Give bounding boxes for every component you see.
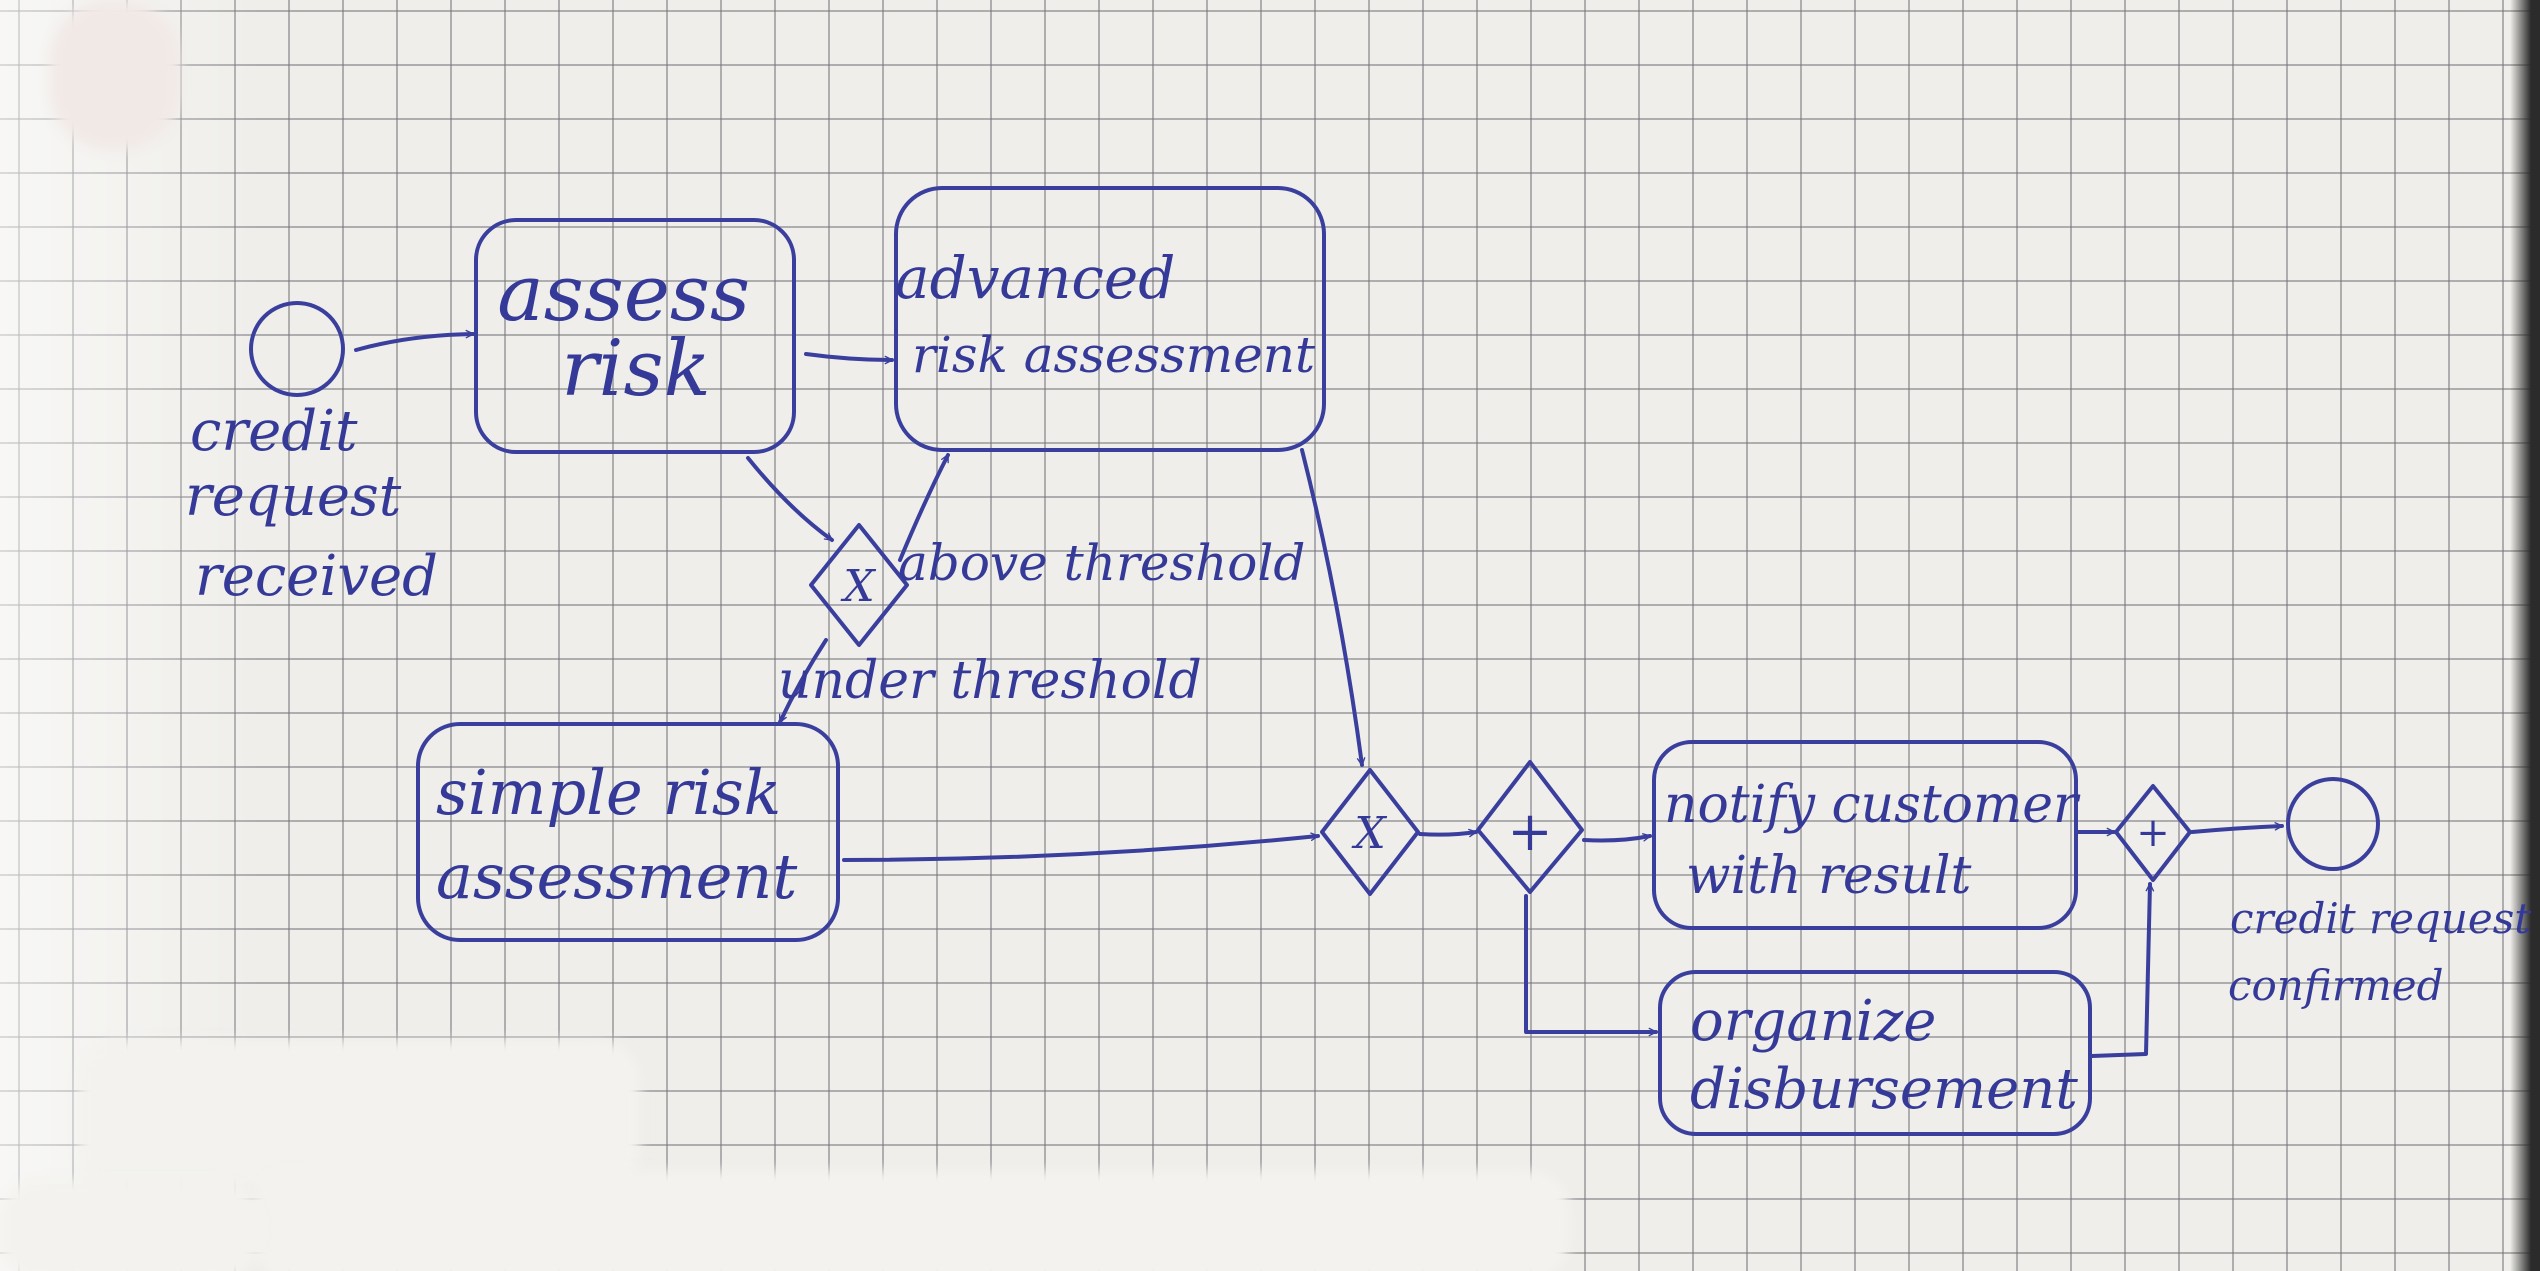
flow-split-to-simple: [778, 638, 828, 724]
task-label: notify customer with result: [1664, 775, 2094, 906]
start-event: credit request received: [185, 301, 438, 609]
flow-split-to-advanced: [898, 453, 950, 562]
flow-start-to-assess: [354, 329, 475, 352]
task-label: simple risk assessment: [436, 756, 801, 913]
end-event-label: credit request confirmed: [2228, 894, 2540, 1010]
flow-advanced-to-merge: [1300, 448, 1366, 767]
gateway-marker: +: [1507, 800, 1552, 863]
end-event-circle: [2286, 777, 2380, 871]
flow-label-above-threshold: above threshold: [898, 534, 1305, 592]
gateway-marker: X: [840, 561, 876, 612]
paper-smudge: [50, 0, 180, 150]
task-label: organize disbursement: [1690, 989, 2078, 1122]
gateway-diamond: [809, 523, 909, 647]
task-notify-customer: notify customer with result: [1652, 740, 2094, 930]
start-event-label: credit request received: [185, 399, 438, 609]
flow-organize-to-join: [2090, 882, 2155, 1058]
gateway-diamond: [2114, 784, 2192, 882]
sequence-flows: [354, 329, 2284, 1058]
gateway-parallel-join: +: [2114, 784, 2192, 882]
task-box: [1658, 970, 2092, 1136]
gateway-risk-merge: X: [1320, 768, 1420, 896]
gateway-marker: +: [2136, 810, 2170, 856]
start-event-circle: [249, 301, 345, 397]
task-box: [416, 722, 840, 942]
flow-parallel-to-organize: [1524, 894, 1658, 1037]
paper-edge: [2510, 0, 2540, 1271]
gateway-marker: X: [1351, 808, 1387, 859]
flow-join-to-end: [2190, 822, 2284, 834]
task-box: [474, 218, 796, 454]
task-box: [894, 186, 1326, 452]
task-label: advanced risk assessment: [895, 244, 1316, 384]
flow-assess-to-split: [746, 456, 834, 542]
flow-merge-to-parallel: [1418, 828, 1478, 838]
task-organize-disbursement: organize disbursement: [1658, 970, 2092, 1136]
flow-assess-to-advanced: [804, 352, 894, 365]
paper-smudge: [250, 1170, 1570, 1271]
gateway-parallel-split: +: [1476, 760, 1584, 894]
flow-label-under-threshold: under threshold: [778, 651, 1202, 711]
gateway-risk-split: X: [809, 523, 909, 647]
flow-simple-to-merge: [842, 832, 1320, 862]
flow-parallel-to-notify: [1582, 833, 1652, 843]
task-advanced-risk-assessment: advanced risk assessment: [894, 186, 1326, 452]
paper-smudge: [80, 1040, 640, 1190]
task-simple-risk-assessment: simple risk assessment: [416, 722, 840, 942]
paper-smudge: [0, 1180, 260, 1271]
end-event: credit request confirmed: [2228, 777, 2540, 1010]
task-label: assess risk: [497, 249, 775, 414]
gateway-diamond: [1476, 760, 1584, 894]
task-box: [1652, 740, 2078, 930]
task-assess-risk: assess risk: [474, 218, 796, 454]
gateway-diamond: [1320, 768, 1420, 896]
